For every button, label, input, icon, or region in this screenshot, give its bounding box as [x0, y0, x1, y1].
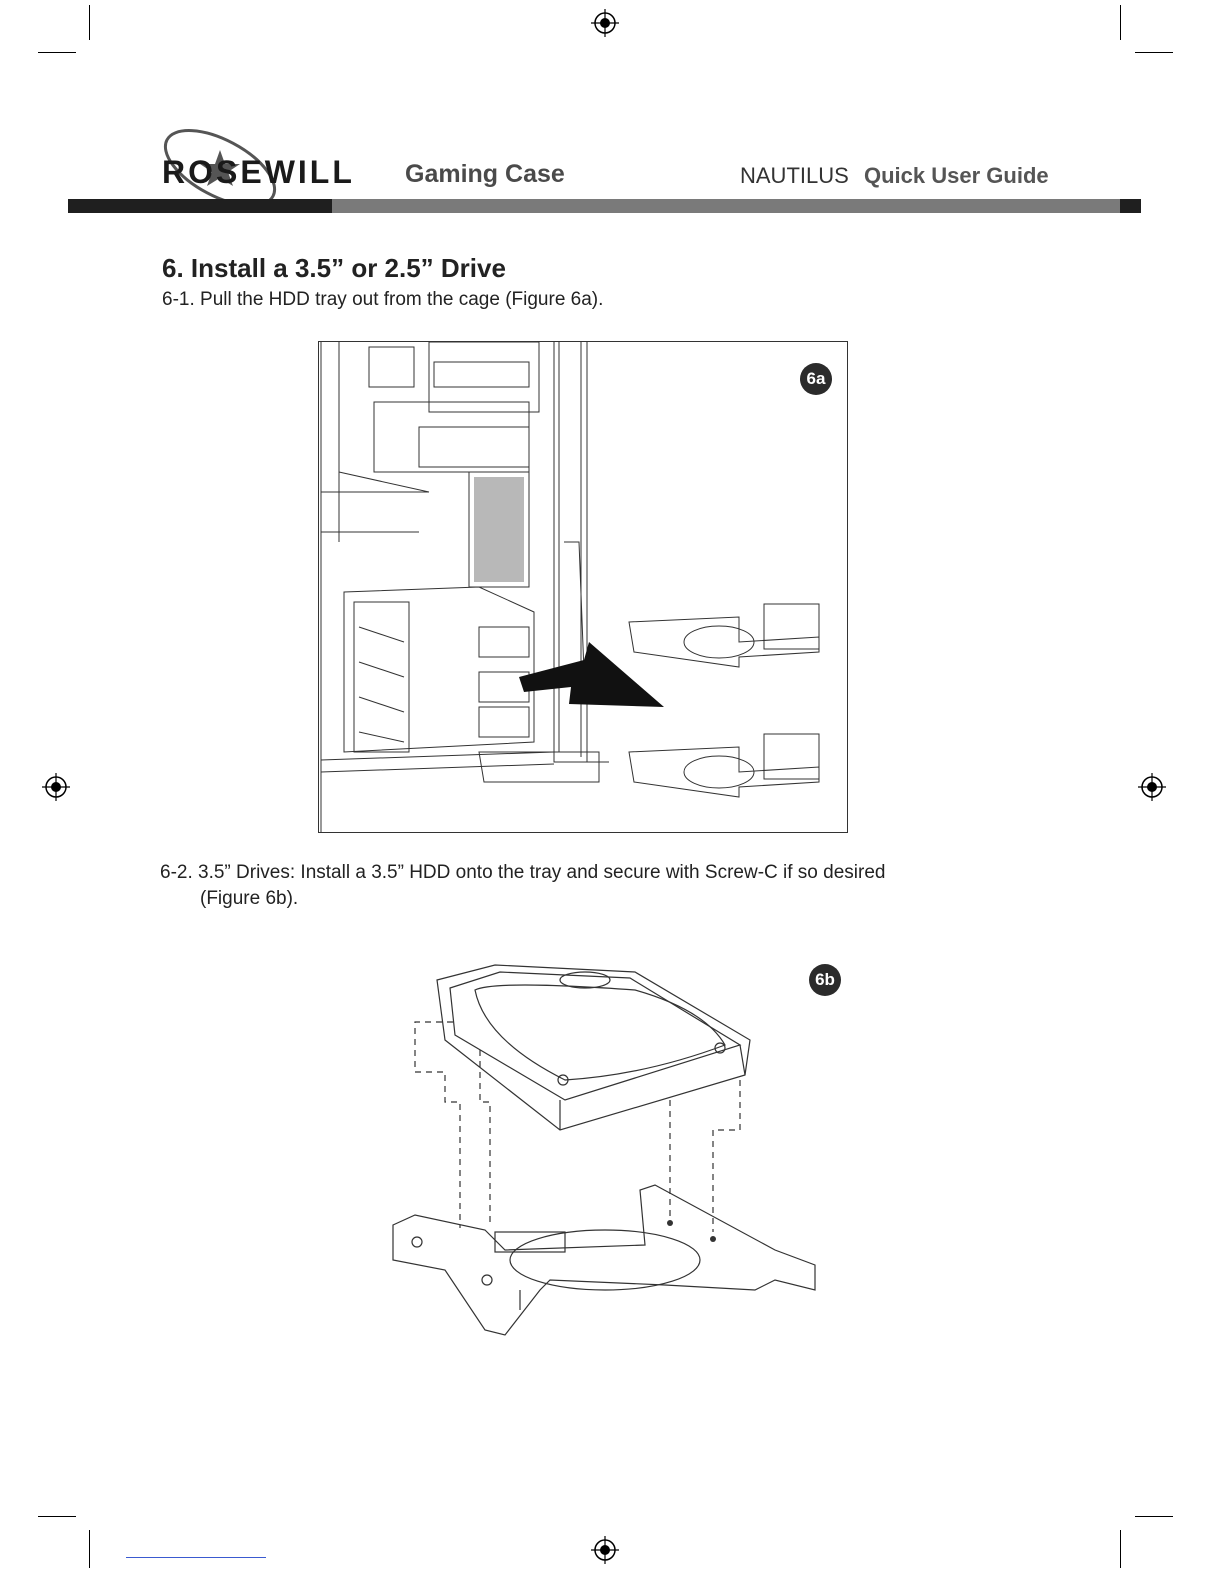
crop-mark	[1120, 5, 1121, 40]
crop-mark	[1135, 52, 1173, 53]
registration-mark-icon	[591, 9, 619, 37]
section-title: 6. Install a 3.5” or 2.5” Drive	[162, 253, 506, 284]
footer-link-underline	[126, 1557, 266, 1558]
header-rule	[1120, 199, 1141, 213]
model-name: NAUTILUS	[740, 163, 849, 189]
header-rule	[332, 199, 1120, 213]
crop-mark	[38, 1516, 76, 1517]
crop-mark	[89, 1530, 90, 1568]
arrow-icon	[519, 642, 664, 707]
figure-label-6b: 6b	[809, 964, 841, 996]
figure-6b	[385, 960, 825, 1340]
registration-mark-icon	[591, 1536, 619, 1564]
crop-mark	[89, 5, 90, 40]
case-illustration	[319, 342, 847, 832]
guide-title: Quick User Guide	[864, 163, 1049, 189]
header-rule	[68, 199, 332, 213]
crop-mark	[38, 52, 76, 53]
step-6-2-line1: 6-2. 3.5” Drives: Install a 3.5” HDD ont…	[160, 862, 885, 884]
registration-mark-icon	[1138, 773, 1166, 801]
figure-6a: 6a	[318, 341, 848, 833]
figure-label-6a: 6a	[800, 363, 832, 395]
crop-mark	[1135, 1516, 1173, 1517]
crop-mark	[1120, 1530, 1121, 1568]
product-line: Gaming Case	[405, 160, 565, 189]
step-6-2-line2: (Figure 6b).	[200, 888, 298, 910]
brand-logo: ROSEWILL	[162, 154, 355, 191]
step-6-1: 6-1. Pull the HDD tray out from the cage…	[162, 289, 603, 311]
registration-mark-icon	[42, 773, 70, 801]
